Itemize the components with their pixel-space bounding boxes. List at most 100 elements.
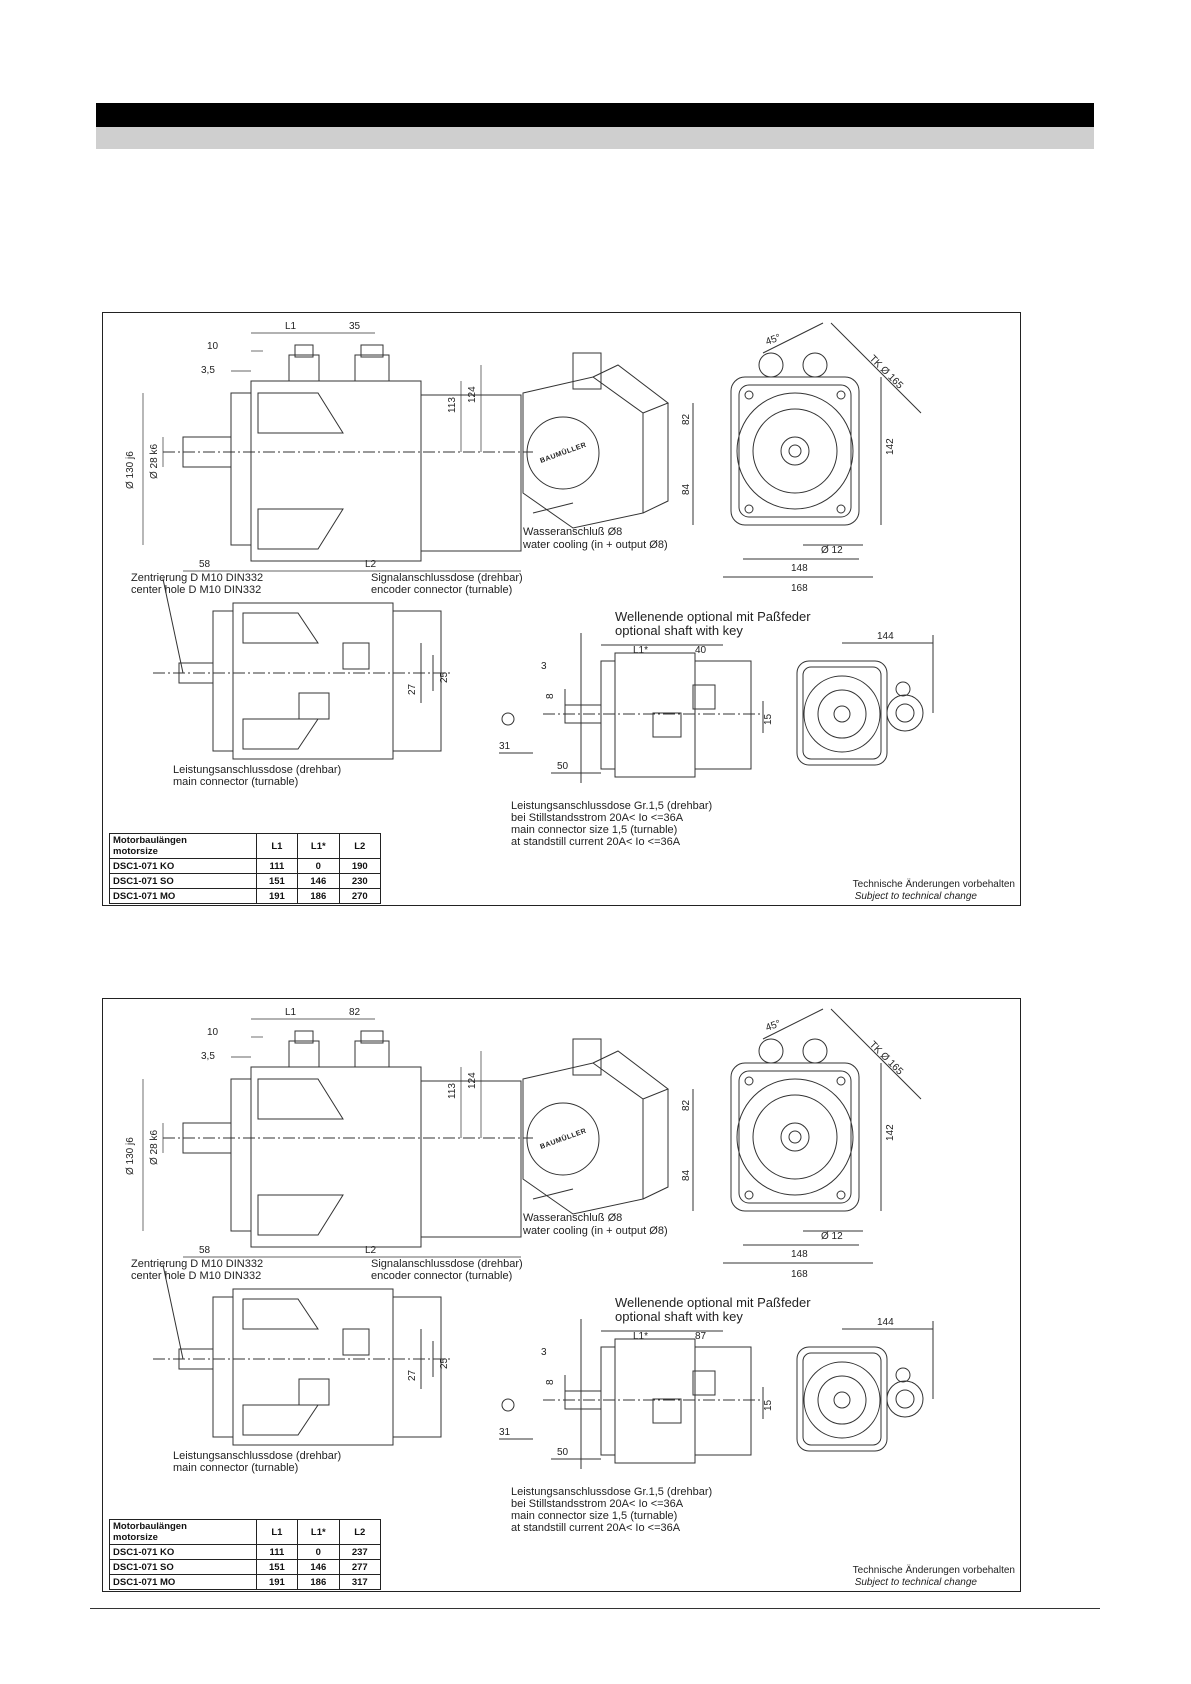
gr-connector-en2: at standstill current 20A< Io <=36A xyxy=(511,836,681,848)
optional-front-view xyxy=(796,1321,934,1452)
dim-40: 87 xyxy=(695,1331,707,1342)
technical-drawing: L1 82 10 3,5 113 124 Ø 130 j6 Ø 28 k6 58… xyxy=(125,1007,1015,1588)
table-header-l1: L1 xyxy=(255,1519,299,1545)
drawing-sheet-1: L1 35 10 3,5 113 124 Ø 130 j6 Ø 28 k6 58… xyxy=(102,312,1021,906)
gr-connector-en2: at standstill current 20A< Io <=36A xyxy=(511,1522,681,1534)
dim-35: 35 xyxy=(349,321,361,332)
shaft-note-de: Wellenende optional mit Paßfeder xyxy=(615,609,811,624)
dim-dia12: Ø 12 xyxy=(821,545,843,556)
dim-124: 124 xyxy=(467,386,478,403)
dim-45: 45° xyxy=(764,332,782,348)
dim-l1-star: L1* xyxy=(633,1331,648,1342)
footer-rule xyxy=(90,1608,1100,1609)
main-connector-de: Leistungsanschlussdose (drehbar) xyxy=(173,1450,341,1462)
dim-tk: TK Ø 165 xyxy=(867,1039,905,1077)
dim-l2: L2 xyxy=(365,1245,377,1256)
main-connector-en: main connector (turnable) xyxy=(173,1462,298,1474)
dim-dia130: Ø 130 j6 xyxy=(125,1137,136,1175)
tech-change-en: Subject to technical change xyxy=(855,891,978,902)
dim-tk: TK Ø 165 xyxy=(867,353,905,391)
side-view-motor xyxy=(163,1030,533,1248)
side-view-motor xyxy=(163,344,533,562)
water-label-en: water cooling (in + output Ø8) xyxy=(522,1225,668,1237)
center-hole-en: center hole D M10 DIN332 xyxy=(131,1270,261,1282)
dim-27: 27 xyxy=(407,1369,418,1381)
dim-82: 82 xyxy=(681,413,692,425)
technical-drawing: L1 35 10 3,5 113 124 Ø 130 j6 Ø 28 k6 58… xyxy=(125,321,1015,902)
iso-logo: BAUMÜLLER xyxy=(539,440,588,465)
optional-front-view xyxy=(796,635,934,766)
table-header-l1-star: L1* xyxy=(297,1519,340,1545)
dim-27: 27 xyxy=(407,683,418,695)
dim-3-5: 3,5 xyxy=(201,365,215,376)
dim-l1-star: L1* xyxy=(633,645,648,656)
shaft-note-en: optional shaft with key xyxy=(615,1309,743,1324)
dim-113: 113 xyxy=(447,397,458,413)
dim-40: 40 xyxy=(695,645,707,656)
gr-connector-de: Leistungsanschlussdose Gr.1,5 (drehbar) xyxy=(511,1486,712,1498)
dim-58: 58 xyxy=(199,559,211,570)
isometric-view-motor xyxy=(522,352,670,529)
dim-l2: L2 xyxy=(365,559,377,570)
dim-50: 50 xyxy=(557,761,569,772)
dim-dia28: Ø 28 k6 xyxy=(149,444,160,479)
gr-connector-de2: bei Stillstandsstrom 20A< Io <=36A xyxy=(511,1498,684,1510)
dim-45: 45° xyxy=(764,1018,782,1034)
optional-shaft-side-view xyxy=(499,1319,764,1469)
table-header-l2: L2 xyxy=(338,1519,382,1545)
tech-change-en: Subject to technical change xyxy=(855,1577,978,1588)
dim-l1: L1 xyxy=(285,1007,297,1018)
optional-shaft-side-view xyxy=(499,633,764,783)
gr-connector-de: Leistungsanschlussdose Gr.1,5 (drehbar) xyxy=(511,800,712,812)
water-label: Wasseranschluß Ø8 xyxy=(523,1212,622,1224)
dim-113: 113 xyxy=(447,1083,458,1099)
main-connector-de: Leistungsanschlussdose (drehbar) xyxy=(173,764,341,776)
middle-side-view-motor xyxy=(153,578,453,760)
water-label-en: water cooling (in + output Ø8) xyxy=(522,539,668,551)
gr-connector-en: main connector size 1,5 (turnable) xyxy=(511,824,677,836)
dim-15: 15 xyxy=(763,713,774,725)
dim-84: 84 xyxy=(681,483,692,495)
table-header-l1-star: L1* xyxy=(297,833,340,859)
signal-connector-de: Signalanschlussdose (drehbar) xyxy=(371,1258,523,1270)
table-header-l2: L2 xyxy=(338,833,382,859)
dim-50: 50 xyxy=(557,1447,569,1458)
dim-dia12: Ø 12 xyxy=(821,1231,843,1242)
dim-3: 3 xyxy=(541,1347,547,1358)
water-label: Wasseranschluß Ø8 xyxy=(523,526,622,538)
signal-connector-en: encoder connector (turnable) xyxy=(371,1270,512,1282)
shaft-note-en: optional shaft with key xyxy=(615,623,743,638)
dim-10: 10 xyxy=(207,341,219,352)
dim-3: 3 xyxy=(541,661,547,672)
dim-168: 168 xyxy=(791,1269,808,1280)
front-view-motor xyxy=(692,1008,922,1264)
dim-25: 25 xyxy=(439,1357,450,1369)
iso-logo: BAUMÜLLER xyxy=(539,1126,588,1151)
front-view-motor xyxy=(692,322,922,578)
dim-168: 168 xyxy=(791,583,808,594)
dim-142: 142 xyxy=(885,438,896,455)
middle-side-view-motor xyxy=(153,1264,453,1446)
table-header-l1: L1 xyxy=(255,833,299,859)
dim-3-5: 3,5 xyxy=(201,1051,215,1062)
tech-change-de: Technische Änderungen vorbehalten xyxy=(853,1564,1015,1576)
gr-connector-de2: bei Stillstandsstrom 20A< Io <=36A xyxy=(511,812,684,824)
dim-31: 31 xyxy=(499,741,511,752)
tech-change-de: Technische Änderungen vorbehalten xyxy=(853,878,1015,890)
dim-8: 8 xyxy=(545,1379,556,1385)
dim-144: 144 xyxy=(877,631,894,642)
header-band-black xyxy=(96,103,1094,127)
gr-connector-en: main connector size 1,5 (turnable) xyxy=(511,1510,677,1522)
isometric-view-motor xyxy=(522,1038,670,1215)
dim-84: 84 xyxy=(681,1169,692,1181)
dim-148: 148 xyxy=(791,563,808,574)
dim-148: 148 xyxy=(791,1249,808,1260)
